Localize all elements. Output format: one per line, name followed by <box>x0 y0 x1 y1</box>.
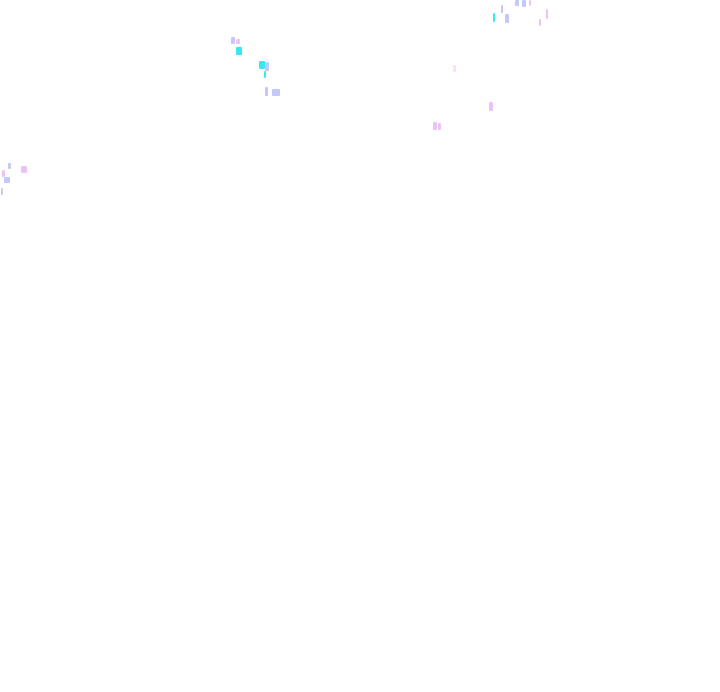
color-speck <box>4 177 10 183</box>
color-speck <box>453 65 456 72</box>
color-speck <box>501 5 503 13</box>
color-speck <box>265 87 268 96</box>
color-speck <box>236 47 242 55</box>
color-speck <box>259 61 265 69</box>
color-speck <box>539 19 541 26</box>
color-speck <box>1 188 3 195</box>
color-speck <box>236 39 240 44</box>
color-speck <box>438 123 441 130</box>
color-speck <box>515 0 519 6</box>
color-speck <box>265 62 269 71</box>
color-speck <box>231 37 235 44</box>
color-speck <box>493 13 495 22</box>
color-speck <box>546 9 548 19</box>
color-speck <box>8 163 11 169</box>
color-speck <box>272 89 280 96</box>
color-speck <box>529 0 531 6</box>
color-speck <box>433 122 437 130</box>
color-speck <box>522 0 526 7</box>
color-speck <box>505 14 509 23</box>
color-speck <box>264 71 266 78</box>
color-speck <box>489 102 493 111</box>
color-speck <box>21 166 27 173</box>
color-speck <box>2 170 5 177</box>
